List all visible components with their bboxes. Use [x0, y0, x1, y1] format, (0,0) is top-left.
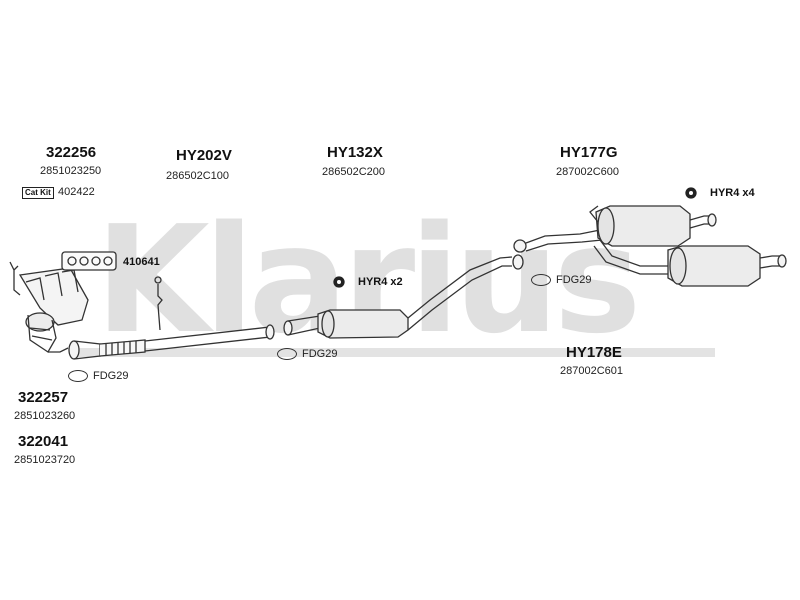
watermark-underline — [70, 348, 715, 357]
oem-number-hy132x: 286502C200 — [322, 166, 386, 178]
oem-number-hy177g: 287002C600 — [556, 166, 620, 178]
hanger-marker — [333, 187, 697, 288]
gasket-code: FDG29 — [93, 370, 129, 382]
sensor-bracket — [154, 276, 163, 331]
hanger-label-hyr4-x4[interactable]: HYR4 x4 — [710, 187, 755, 199]
part-code-hy132x[interactable]: HY132X — [327, 144, 383, 161]
gasket-label-fdg29-rear[interactable]: FDG29 — [531, 274, 592, 287]
cat-kit-badge: Cat Kit — [22, 187, 54, 199]
front-pipe-hy202v[interactable] — [68, 324, 275, 360]
exhaust-manifold-part[interactable] — [9, 261, 89, 353]
gasket-icon — [68, 370, 88, 383]
gasket-icon — [277, 348, 297, 361]
part-code-322257[interactable]: 322257 — [18, 389, 69, 406]
cat-kit-ref: 402422 — [58, 186, 95, 198]
centre-pipe-hy132x[interactable] — [283, 254, 524, 339]
gasket-label-fdg29-front[interactable]: FDG29 — [68, 370, 129, 383]
hanger-label-hyr4-x2[interactable]: HYR4 x2 — [358, 276, 403, 288]
gasket-icon — [531, 274, 551, 287]
part-code-410641[interactable]: 410641 — [123, 256, 160, 268]
part-code-322256[interactable]: 322256 — [46, 144, 97, 161]
gasket-code: FDG29 — [556, 274, 592, 286]
oem-number-hy202v: 286502C100 — [166, 170, 230, 182]
oem-number-hy178e: 287002C601 — [560, 365, 624, 377]
gasket-label-fdg29-centre[interactable]: FDG29 — [277, 348, 338, 361]
oem-number-322041: 2851023720 — [14, 454, 76, 466]
oem-number-322256: 2851023250 — [40, 165, 102, 177]
gasket-code: FDG29 — [302, 348, 338, 360]
part-code-322041[interactable]: 322041 — [18, 433, 69, 450]
part-code-hy177g[interactable]: HY177G — [560, 144, 618, 161]
manifold-gasket-part[interactable] — [61, 251, 117, 271]
rear-section-hy177g[interactable] — [513, 205, 717, 253]
rear-section-hy178e[interactable] — [593, 239, 787, 287]
oem-number-322257: 2851023260 — [14, 410, 76, 422]
part-code-hy202v[interactable]: HY202V — [176, 147, 232, 164]
part-code-hy178e[interactable]: HY178E — [566, 344, 622, 361]
